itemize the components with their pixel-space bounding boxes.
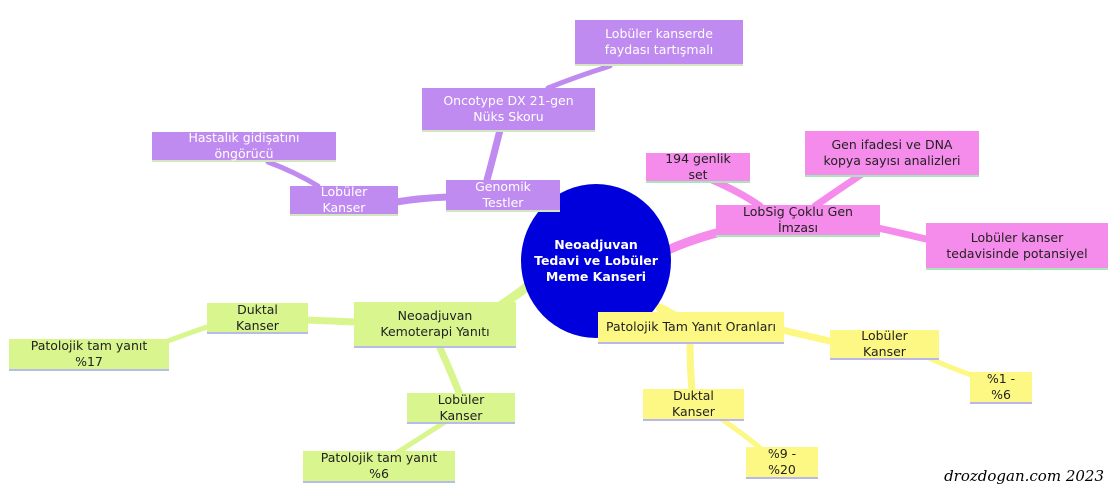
node-oncotype-faydasi-label: Lobüler kanserde faydası tartışmalı [604, 26, 714, 57]
link-genomik-lobuler [392, 193, 452, 206]
node-patolojik-duktal-kanser: Duktal Kanser [643, 388, 744, 421]
node-lobuler-potansiyel-label: Lobüler kanser tedavisinde potansiyel [946, 229, 1088, 261]
link-patolojik-lobuler [778, 326, 838, 346]
node-kemoterapi-duktal-kanser: Duktal Kanser [207, 301, 308, 334]
node-patolojik-tam-yanit: Patolojik Tam Yanıt Oranları [598, 312, 784, 344]
node-kemoterapi-duktal-kanser-label: Duktal Kanser [236, 301, 279, 333]
link-oncotype-faydasi [545, 63, 613, 91]
node-lobsig: LobSig Çoklu Gen İmzası [716, 204, 880, 237]
node-lobuler-potansiyel: Lobüler kanser tedavisinde potansiyel [926, 223, 1108, 270]
node-lobuler-tam-yanit-label: Patolojik tam yanıt %6 [320, 450, 438, 481]
node-lobuler-oran-label: %1 - %6 [986, 371, 1016, 402]
node-genomik-testler: Genomik Testler [446, 179, 560, 212]
node-patolojik-duktal-kanser-label: Duktal Kanser [672, 388, 715, 419]
node-kemoterapi-lobuler-kanser: Lobüler Kanser [407, 391, 515, 424]
node-oncotype-label: Oncotype DX 21-gen Nüks Skoru [443, 93, 574, 124]
node-neoadjuvan-kemoterapi-label: Neoadjuvan Kemoterapi Yanıtı [380, 308, 490, 339]
node-patolojik-tam-yanit-label: Patolojik Tam Yanıt Oranları [606, 319, 776, 335]
node-gen-ifadesi: Gen ifadesi ve DNA kopya sayısı analizle… [805, 131, 979, 177]
node-duktal-tam-yanit-label: Patolojik tam yanıt %17 [30, 338, 148, 369]
node-genomik-lobuler-kanser-label: Lobüler Kanser [320, 184, 368, 215]
link-lobuler-rate-green [392, 419, 448, 457]
node-194-genlik-set-label: 194 genlik set [665, 151, 731, 182]
node-hastalik-gidisati-label: Hastalık gidişatını öngörücü [188, 130, 300, 161]
link-lobsig-analiz [811, 170, 866, 210]
watermark-text: drozdogan.com 2023 [944, 467, 1104, 485]
node-kemoterapi-lobuler-kanser-label: Lobüler Kanser [437, 391, 485, 423]
link-root-lobsig [663, 227, 725, 255]
link-kemoterapi-duktal [302, 316, 360, 326]
node-oncotype: Oncotype DX 21-gen Nüks Skoru [422, 88, 595, 132]
node-oncotype-faydasi: Lobüler kanserde faydası tartışmalı [575, 20, 743, 66]
node-lobuler-tam-yanit: Patolojik tam yanıt %6 [303, 450, 455, 483]
link-genomik-oncotype [483, 126, 504, 184]
node-patolojik-lobuler-kanser-label: Lobüler Kanser [861, 328, 908, 359]
node-genomik-testler-label: Genomik Testler [475, 179, 531, 210]
link-lobsig-potansiyel [874, 224, 934, 244]
node-194-genlik-set: 194 genlik set [646, 151, 750, 183]
node-genomik-lobuler-kanser: Lobüler Kanser [290, 184, 398, 216]
root-label: Neoadjuvan Tedavi ve Lobüler Meme Kanser… [534, 236, 658, 285]
link-patolojik-duktal [686, 342, 696, 394]
node-duktal-oran-label: %9 - %20 [767, 446, 797, 477]
link-lobsig-set [708, 176, 764, 210]
node-gen-ifadesi-label: Gen ifadesi ve DNA kopya sayısı analizle… [823, 137, 961, 168]
node-hastalik-gidisati: Hastalık gidişatını öngörücü [152, 130, 336, 162]
link-lobuler-hastalik [265, 159, 321, 189]
node-lobsig-label: LobSig Çoklu Gen İmzası [743, 204, 853, 235]
node-duktal-oran: %9 - %20 [746, 446, 818, 479]
node-duktal-tam-yanit: Patolojik tam yanıt %17 [9, 338, 169, 371]
node-lobuler-oran: %1 - %6 [970, 371, 1032, 404]
node-neoadjuvan-kemoterapi: Neoadjuvan Kemoterapi Yanıtı [354, 302, 516, 348]
link-kemoterapi-lobuler [436, 344, 464, 399]
node-patolojik-lobuler-kanser: Lobüler Kanser [830, 328, 939, 360]
